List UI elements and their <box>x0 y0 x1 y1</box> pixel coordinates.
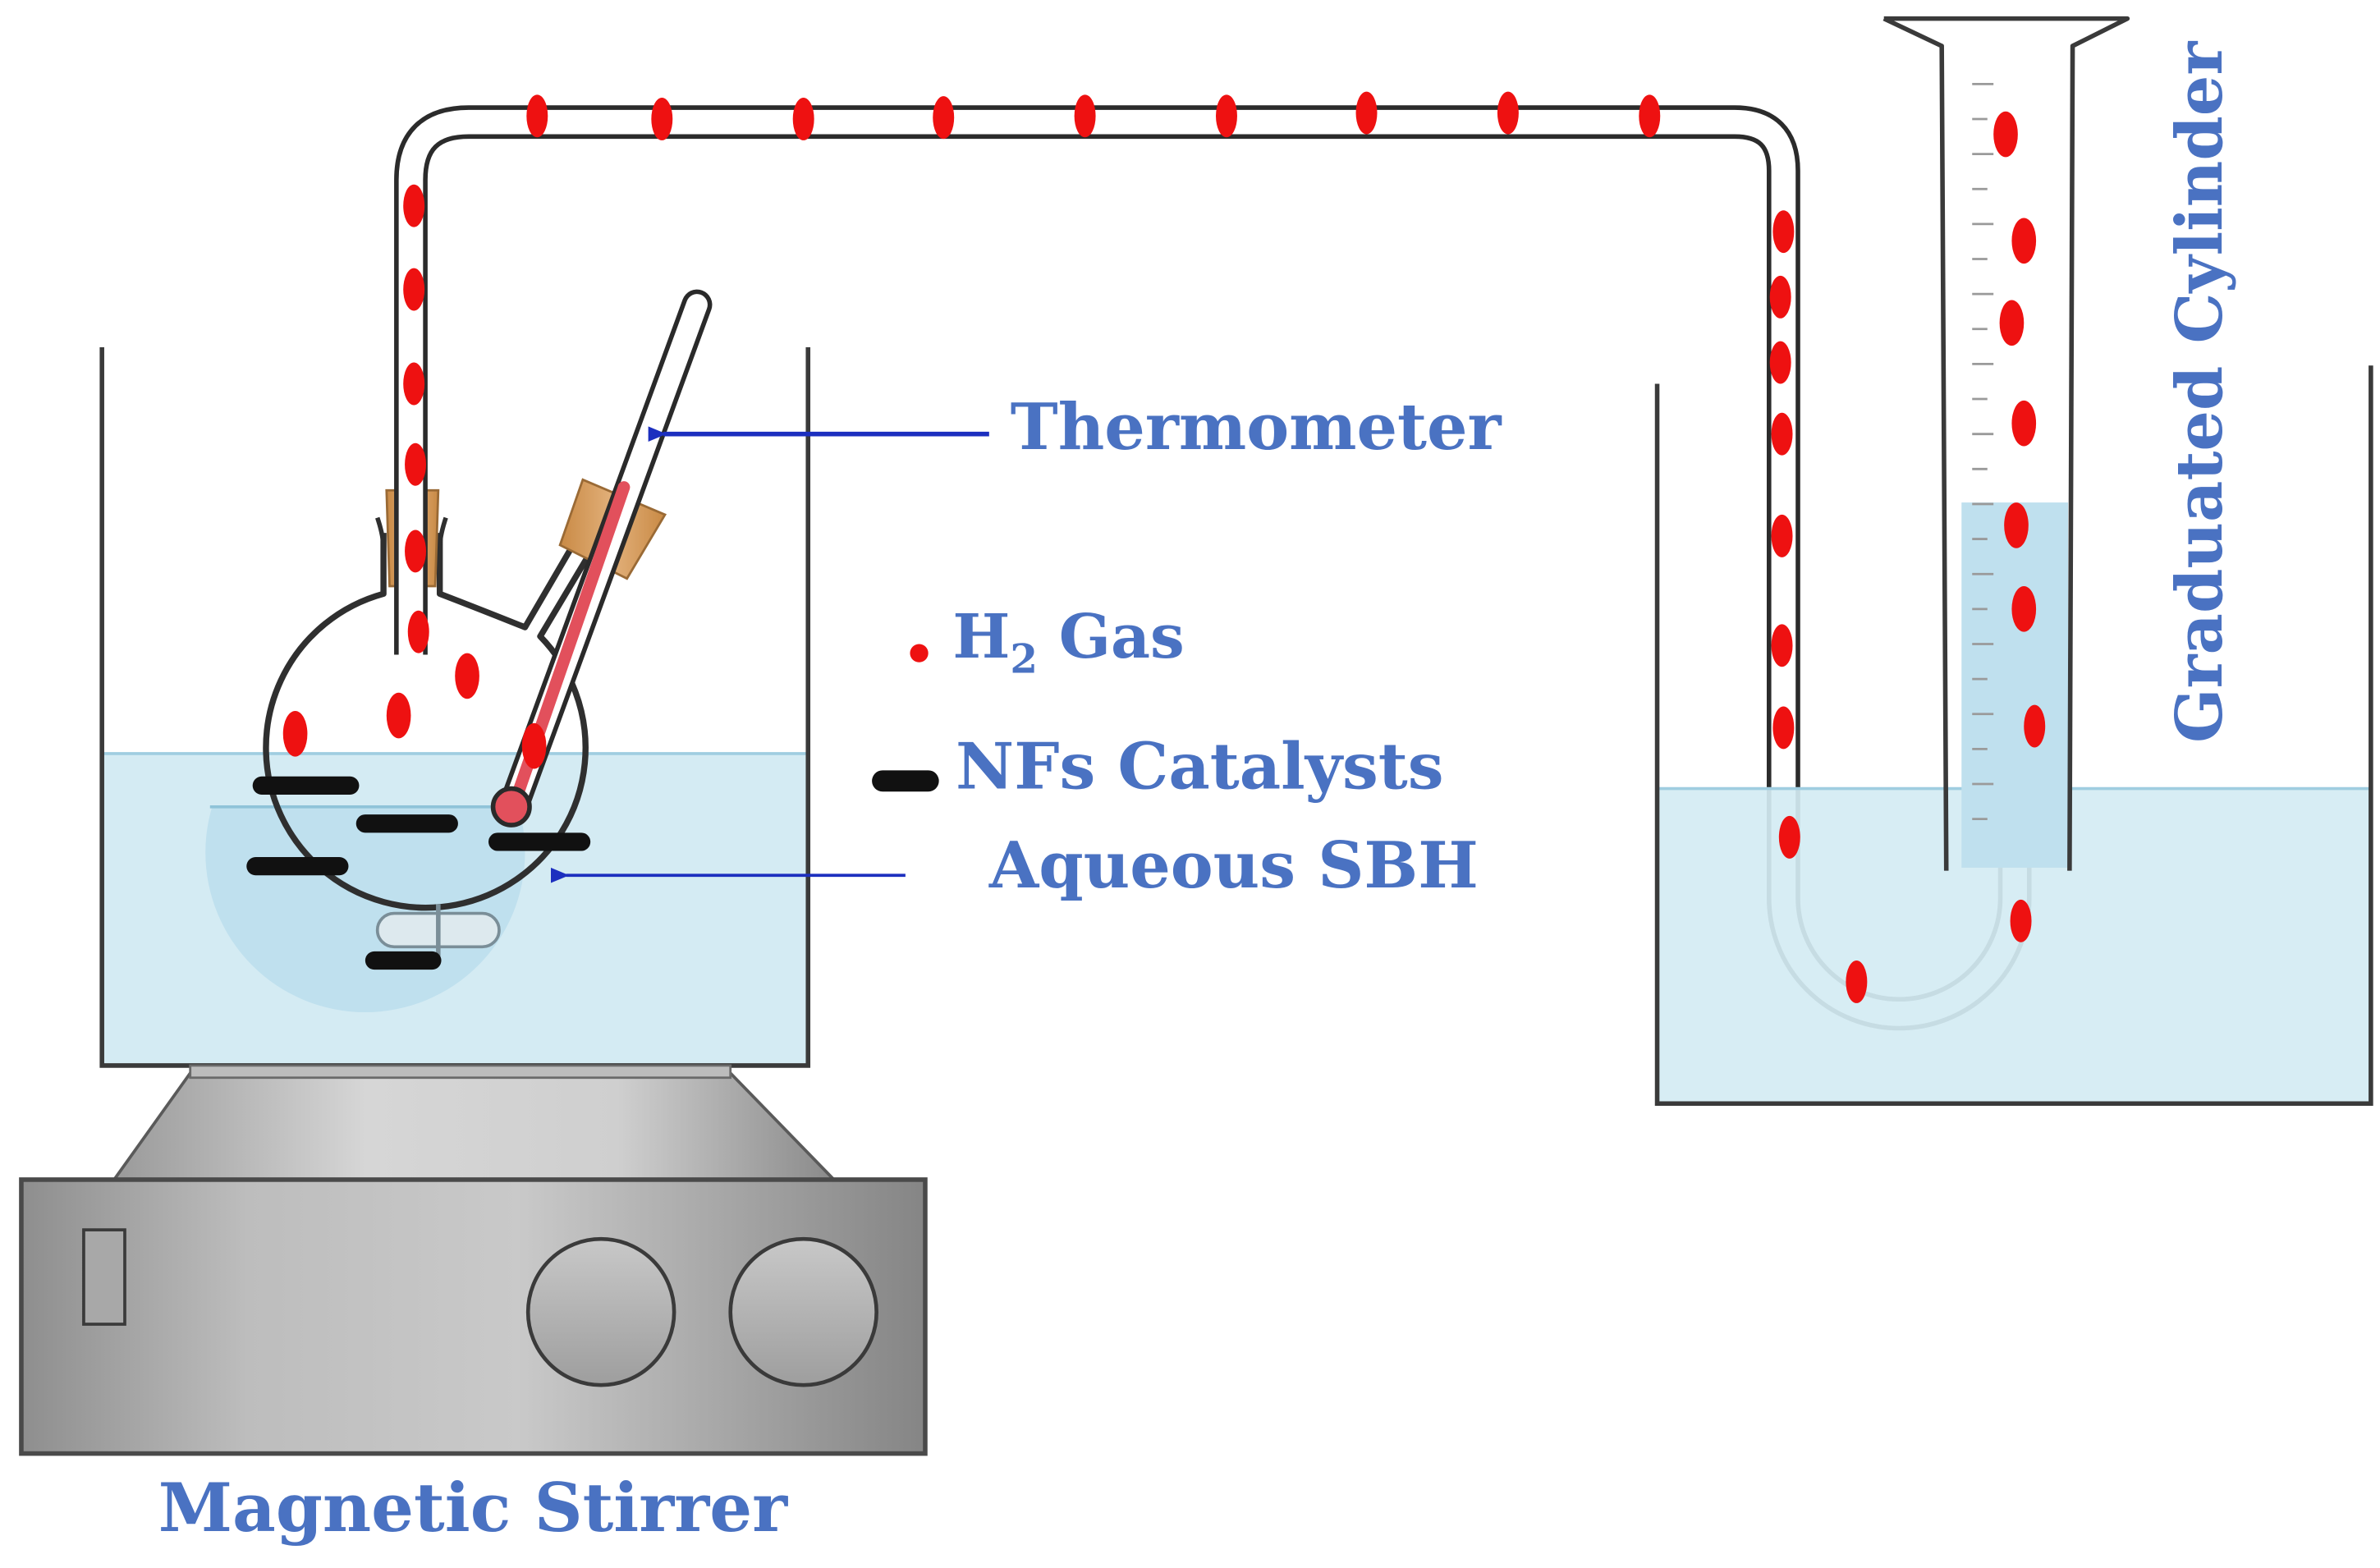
gas-bubble <box>386 692 411 739</box>
gas-bubble <box>1074 94 1096 138</box>
stir-bar <box>375 904 501 956</box>
gas-bubble <box>1769 275 1791 319</box>
h2-gas-label-suffix: Gas <box>1038 601 1185 672</box>
gas-bubble <box>1771 412 1793 456</box>
gas-bubble <box>526 94 548 138</box>
gas-bubble <box>405 442 427 486</box>
gas-bubble <box>1778 815 1800 859</box>
gas-bubble <box>282 711 308 757</box>
gas-bubble <box>651 98 673 140</box>
gas-bubble <box>1772 706 1795 750</box>
gas-bubble <box>933 96 955 140</box>
h2-gas-label: H2 Gas <box>952 601 1184 683</box>
stirrer-switch <box>82 1228 126 1326</box>
flask-neck-lip-left <box>375 516 448 548</box>
gas-bubble <box>1846 961 1868 1003</box>
gas-bubble <box>521 722 547 769</box>
gas-bubble <box>405 530 427 573</box>
gas-bubble <box>792 98 814 140</box>
thermometer-bulb <box>490 786 532 828</box>
h2-gas-label-prefix: H <box>952 601 1010 672</box>
stirrer-top-plate <box>111 1071 838 1181</box>
gas-bubble <box>407 610 429 653</box>
stirrer-knob-heat <box>728 1236 878 1387</box>
cylinder-outline <box>1882 16 2130 871</box>
gas-bubble <box>2024 704 2046 748</box>
gas-bubble <box>1771 514 1793 557</box>
gas-bubble <box>1497 91 1519 135</box>
gas-bubble <box>1769 341 1791 384</box>
annotation-arrows <box>550 426 989 883</box>
gas-bubble <box>1216 94 1237 138</box>
nf-catalysts <box>246 776 591 970</box>
gas-bubble <box>455 653 479 699</box>
gas-bubble <box>1993 111 2018 158</box>
gas-bubble <box>1771 624 1793 667</box>
gas-bubble <box>2011 218 2037 264</box>
hydrogen-bubbles <box>282 91 2046 1003</box>
catalyst-label: NFs Catalysts <box>956 730 1444 805</box>
magnetic-stirrer <box>19 1064 928 1456</box>
gas-bubble <box>1355 91 1378 135</box>
gas-bubble <box>1999 300 2025 346</box>
solution-label: Aqueous SBH <box>988 828 1479 903</box>
thermometer-label: Thermometer <box>1011 390 1502 465</box>
gas-bubble <box>2011 400 2037 447</box>
gas-bubble <box>2011 586 2037 632</box>
flask-outline <box>263 533 599 911</box>
h2-gas-label-subscript: 2 <box>1010 637 1038 683</box>
cylinder-label: Graduated Cylinder <box>2162 41 2237 743</box>
stirrer-top-plate-rim <box>189 1064 732 1080</box>
bath-container-right <box>1654 365 2373 1107</box>
gas-bubble <box>1772 210 1795 254</box>
cylinder-water <box>1961 502 2069 868</box>
gas-bubble <box>1639 94 1661 138</box>
gas-bubble <box>403 362 425 406</box>
graduated-cylinder <box>1882 16 2130 871</box>
legend-gas-marker <box>910 644 929 663</box>
stirrer-knob-speed <box>525 1236 676 1387</box>
stirrer-label: Magnetic Stirrer <box>158 1469 788 1547</box>
gas-bubble <box>403 268 425 311</box>
gas-bubble <box>2004 502 2029 548</box>
gas-bubble <box>2010 899 2032 942</box>
gas-bubble <box>403 184 425 227</box>
cylinder-graduation-marks <box>1972 82 1994 821</box>
